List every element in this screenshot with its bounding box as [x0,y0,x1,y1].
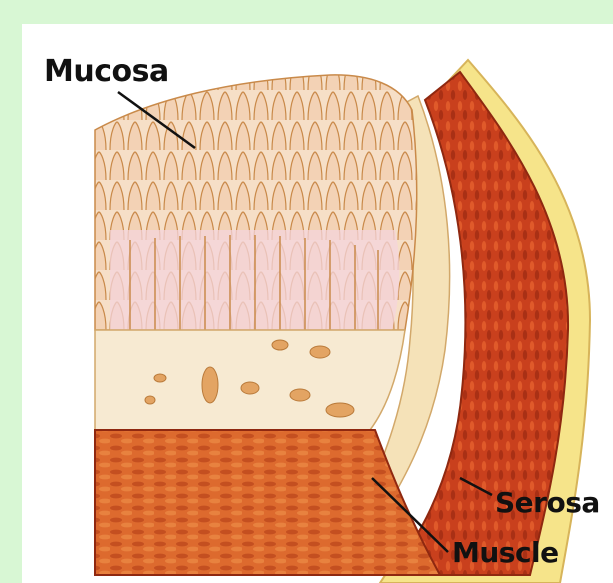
label-serosa: Serosa [495,486,600,519]
label-mucosa: Mucosa [44,54,169,89]
label-muscle: Muscle [452,536,559,569]
submucosa-layer [95,330,405,430]
